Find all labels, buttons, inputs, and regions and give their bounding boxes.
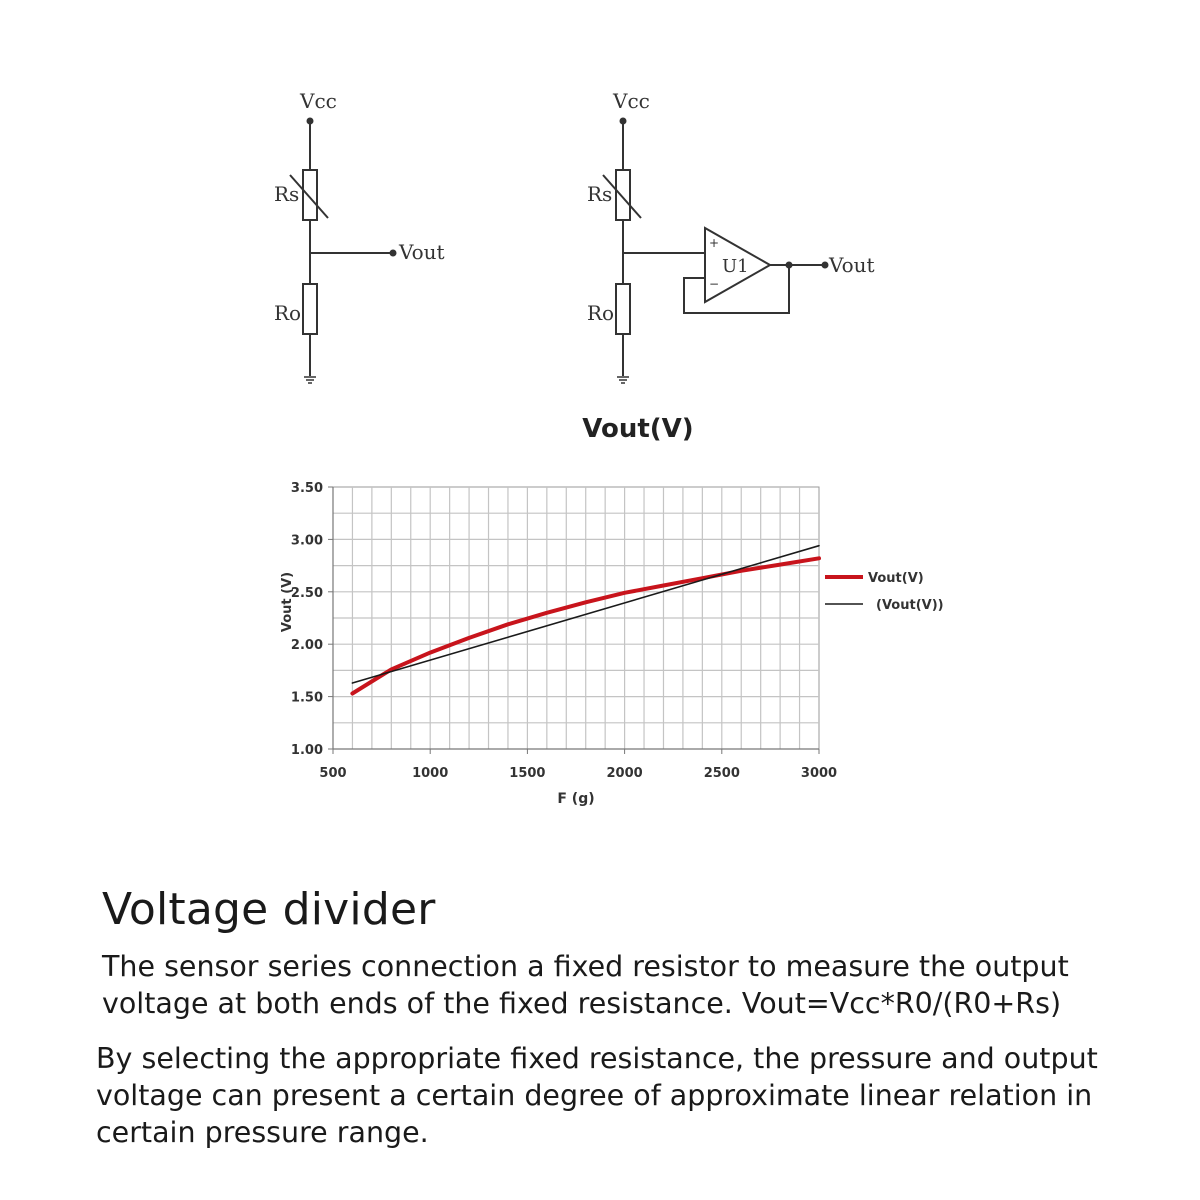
ground-icon <box>617 376 629 384</box>
y-axis-label: Vout (V) <box>280 572 295 632</box>
x-axis-label: F (g) <box>557 791 594 807</box>
sensor-resistor-rs <box>302 169 318 221</box>
chart-title: Vout(V) <box>582 414 693 444</box>
description-paragraph-linearity: By selecting the appropriate fixed resis… <box>96 1042 1098 1149</box>
chart-legend: Vout(V) (Vout(V)) <box>825 571 944 613</box>
vout-label: Vout <box>828 253 875 277</box>
chart-ticks: 1.00 1.50 2.00 2.50 3.00 3.50 500 1000 1500 2000 2… <box>291 481 837 781</box>
opamp-plus-sign: + <box>709 236 719 250</box>
x-tick-label: 2000 <box>607 766 643 781</box>
vcc-label: Vcc <box>299 89 337 113</box>
x-tick-label: 500 <box>319 766 346 781</box>
fixed-resistor-ro <box>302 283 318 335</box>
x-tick-label: 3000 <box>801 766 837 781</box>
chart-series <box>350 544 821 696</box>
vout-terminal <box>821 261 829 269</box>
circuit-voltage-divider: Vcc Rs Vout Ro <box>274 89 445 384</box>
series-line-vout-linear-fit <box>351 544 820 684</box>
variable-arrow <box>289 174 329 219</box>
rs-label: Rs <box>274 182 299 206</box>
feedback-wire <box>683 265 790 314</box>
y-tick-label: 2.00 <box>291 638 323 653</box>
vout-terminal <box>389 249 397 257</box>
vout-label: Vout <box>398 240 445 264</box>
chart-axes <box>332 487 819 750</box>
section-heading: Voltage divider <box>102 884 436 935</box>
y-tick-label: 1.00 <box>291 743 323 758</box>
ro-label: Ro <box>274 301 301 325</box>
opamp-triangle <box>704 226 773 304</box>
opamp-label: U1 <box>722 256 749 277</box>
description-paragraph-formula: The sensor series connection a fixed res… <box>102 950 1069 1020</box>
legend-label: (Vout(V)) <box>876 598 944 613</box>
ground-icon <box>304 376 316 384</box>
y-tick-label: 3.50 <box>291 481 323 496</box>
rs-label: Rs <box>587 182 612 206</box>
series-line-vout <box>350 556 821 696</box>
vcc-label: Vcc <box>612 89 650 113</box>
x-tick-label: 1500 <box>509 766 545 781</box>
x-tick-label: 2500 <box>704 766 740 781</box>
sensor-resistor-rs <box>615 169 631 221</box>
y-tick-label: 1.50 <box>291 691 323 706</box>
ro-label: Ro <box>587 301 614 325</box>
opamp-minus-sign: − <box>709 277 719 291</box>
x-tick-label: 1000 <box>412 766 448 781</box>
circuit-buffered-divider: Vcc Rs Ro + − U1 Vout <box>587 89 875 384</box>
legend-label: Vout(V) <box>868 571 924 586</box>
variable-arrow <box>602 174 642 219</box>
y-tick-label: 2.50 <box>291 586 323 601</box>
fixed-resistor-ro <box>615 283 631 335</box>
y-tick-label: 3.00 <box>291 533 323 548</box>
